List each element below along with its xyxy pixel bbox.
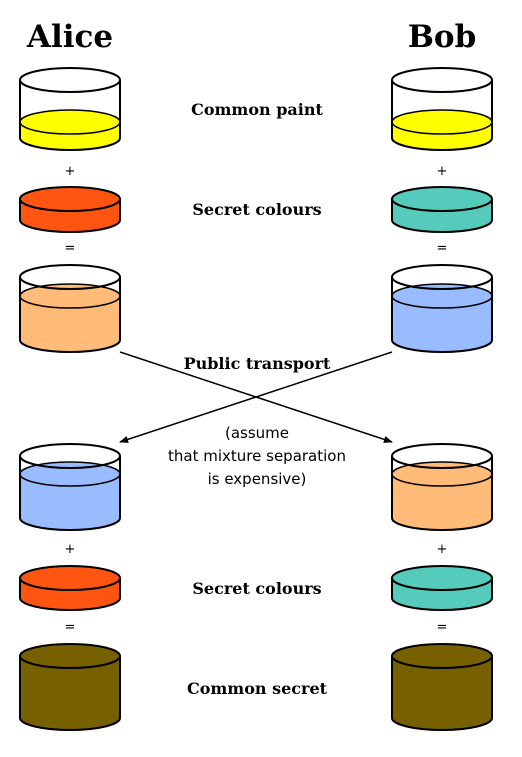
alice-common-paint-beaker — [19, 67, 121, 151]
bob-to-alice-arrow — [119, 351, 393, 443]
bob-plus-1: + — [437, 164, 448, 179]
bob-equals-1: = — [437, 241, 448, 256]
note-line-1: (assume — [225, 424, 289, 442]
bob-mixture-beaker — [391, 264, 493, 353]
bob-received-mixture-beaker — [391, 443, 493, 531]
bob-equals-2: = — [437, 620, 448, 635]
public-transport-label: Public transport — [184, 354, 331, 373]
common-paint-label: Common paint — [191, 100, 323, 119]
alice-secret-colour-disc — [19, 186, 121, 233]
alice-received-mixture-beaker — [19, 443, 121, 531]
bob-common-secret-tin — [391, 643, 493, 731]
bob-common-paint-beaker — [391, 67, 493, 151]
alice-secret-colour-disc-2 — [19, 565, 121, 611]
alice-plus-1: + — [65, 164, 76, 179]
alice-equals-1: = — [65, 241, 76, 256]
bob-secret-colour-disc-2 — [391, 565, 493, 611]
alice-common-secret-tin — [19, 643, 121, 731]
common-secret-label: Common secret — [187, 679, 328, 698]
note-line-2: that mixture separation — [168, 447, 346, 465]
secret-colours-bottom-label: Secret colours — [192, 579, 321, 598]
alice-plus-2: + — [65, 542, 76, 557]
paint-containers — [19, 67, 493, 731]
alice-mixture-beaker — [19, 264, 121, 353]
alice-equals-2: = — [65, 620, 76, 635]
note-line-3: is expensive) — [208, 470, 307, 488]
secret-colours-top-label: Secret colours — [192, 200, 321, 219]
bob-name: Bob — [408, 19, 477, 55]
bob-plus-2: + — [437, 542, 448, 557]
alice-name: Alice — [26, 19, 113, 55]
bob-secret-colour-disc — [391, 186, 493, 233]
